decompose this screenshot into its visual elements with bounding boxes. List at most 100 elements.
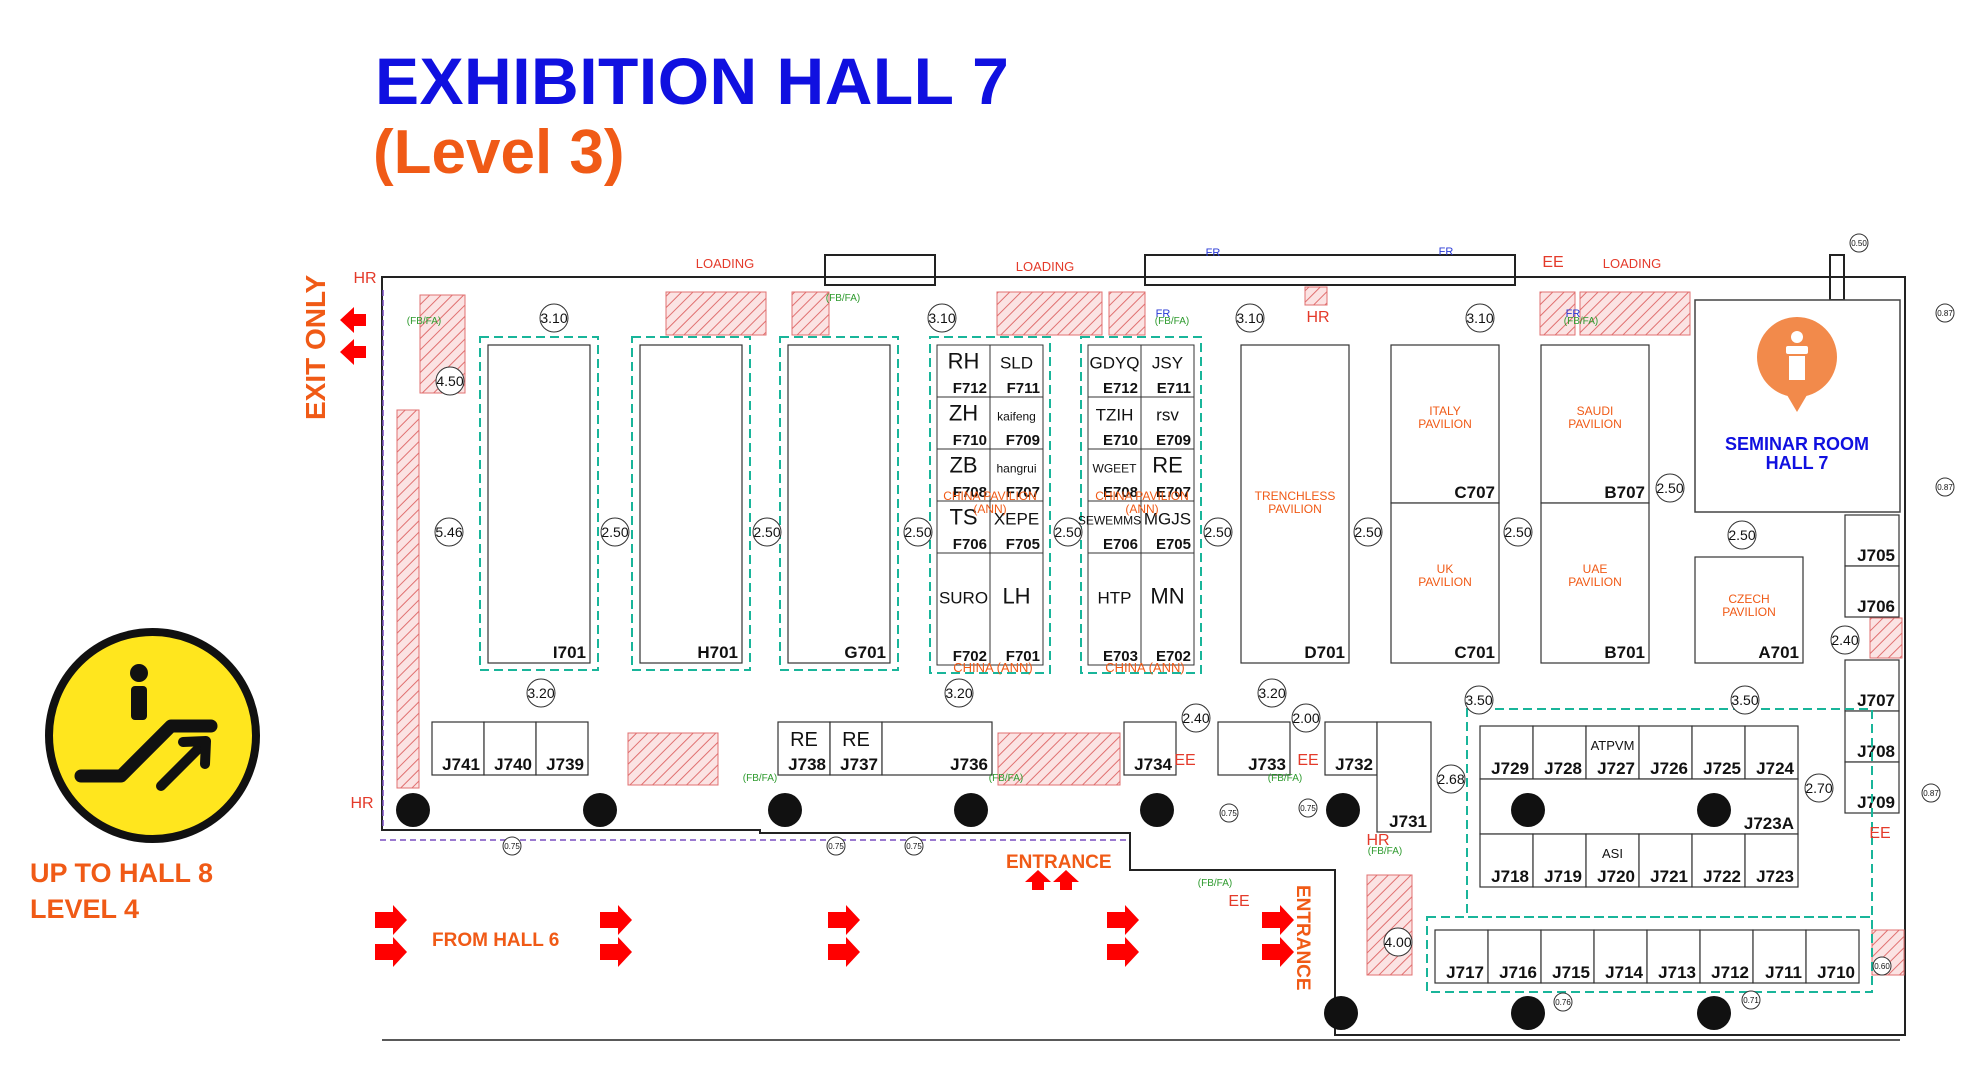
booth-i701[interactable]: I701 [487, 344, 591, 664]
booth-j731[interactable]: J731 [1376, 721, 1432, 833]
red-arrow-icon [1107, 905, 1139, 935]
booth-j721[interactable]: J721 [1638, 833, 1693, 888]
booth-c707[interactable]: C707 [1390, 344, 1500, 504]
booth-outline [1479, 833, 1534, 888]
booth-j724[interactable]: J724 [1744, 725, 1799, 780]
pavilion-saudi-line2: PAVILION [1568, 417, 1622, 431]
booth-outline [936, 396, 991, 450]
booth-j728[interactable]: J728 [1532, 725, 1587, 780]
booth-j719[interactable]: J719 [1532, 833, 1587, 888]
booth-j741[interactable]: J741 [431, 721, 485, 776]
booth-outline [989, 552, 1044, 666]
booth-number: E711 [1157, 380, 1191, 397]
booth-j711[interactable]: J711 [1752, 929, 1807, 984]
booth-number: J706 [1857, 597, 1895, 616]
dimension-marker: 3.10 [1235, 303, 1265, 333]
booth-j726[interactable]: J726 [1638, 725, 1693, 780]
booth-outline [1240, 344, 1350, 664]
booth-number: E710 [1103, 432, 1138, 449]
booth-j739[interactable]: J739 [535, 721, 589, 776]
booth-outline [1532, 833, 1587, 888]
fbfa-label: (FB/FA) [1564, 316, 1598, 327]
booth-outline [936, 448, 991, 502]
booth-j733[interactable]: J733 [1217, 721, 1291, 776]
booth-j722[interactable]: J722 [1691, 833, 1746, 888]
booth-number: E712 [1103, 380, 1138, 397]
pavilion-uk-line1: UK [1437, 562, 1454, 576]
dimension-marker: 0.75 [826, 836, 846, 856]
booth-j740[interactable]: J740 [483, 721, 537, 776]
page-title: EXHIBITION HALL 7 [375, 44, 1010, 118]
booth-outline [1752, 929, 1807, 984]
booth-j718[interactable]: J718 [1479, 833, 1534, 888]
booth-j706[interactable]: J706 [1844, 565, 1900, 618]
booth-j729[interactable]: J729 [1479, 725, 1534, 780]
booth-company-code: WGEET [1093, 461, 1138, 475]
booth-d701[interactable]: D701 [1240, 344, 1350, 664]
booth-j705[interactable]: J705 [1844, 514, 1900, 567]
booth-j732[interactable]: J732 [1324, 721, 1378, 776]
booth-company-code: RE [790, 729, 818, 751]
booth-g701[interactable]: G701 [787, 344, 891, 664]
booth-j710[interactable]: J710 [1805, 929, 1860, 984]
svg-text:2.68: 2.68 [1437, 771, 1464, 787]
booth-j714[interactable]: J714 [1593, 929, 1648, 984]
booth-c701[interactable]: C701 [1390, 502, 1500, 664]
booth-number: B707 [1604, 483, 1645, 502]
booth-outline [1694, 556, 1804, 664]
booth-j723[interactable]: J723 [1744, 833, 1799, 888]
booth-j707[interactable]: J707 [1844, 659, 1900, 712]
teal-zone-china-pavilion-f [929, 336, 1051, 674]
china-pavilion-label-e-line2: (ANN) [1125, 502, 1158, 516]
booth-number: J737 [840, 755, 878, 774]
booth-number: J713 [1658, 963, 1696, 982]
booth-h701[interactable]: H701 [639, 344, 743, 664]
booth-number: J739 [546, 755, 584, 774]
booth-j715[interactable]: J715 [1540, 929, 1595, 984]
red-arrow-icon [375, 905, 407, 935]
booth-j716[interactable]: J716 [1487, 929, 1542, 984]
svg-text:3.10: 3.10 [1236, 310, 1263, 326]
fbfa-label: (FB/FA) [1268, 773, 1302, 784]
hr-label: HR [353, 270, 376, 287]
svg-text:3.20: 3.20 [527, 685, 554, 701]
svg-text:0.75: 0.75 [504, 842, 520, 851]
booth-j736[interactable]: J736 [881, 721, 993, 776]
booth-j734[interactable]: J734 [1123, 721, 1177, 776]
booth-number: J722 [1703, 867, 1741, 886]
booth-outline [1087, 552, 1142, 666]
fbfa-label: (FB/FA) [407, 316, 441, 327]
booth-j713[interactable]: J713 [1646, 929, 1701, 984]
svg-text:2.70: 2.70 [1805, 780, 1832, 796]
ee-label: EE [1174, 752, 1195, 769]
booth-j717[interactable]: J717 [1434, 929, 1489, 984]
booth-b707[interactable]: B707 [1540, 344, 1650, 504]
booth-b701[interactable]: B701 [1540, 502, 1650, 664]
booth-j712[interactable]: J712 [1699, 929, 1754, 984]
booth-a701[interactable]: A701 [1694, 556, 1804, 664]
svg-text:0.71: 0.71 [1743, 996, 1759, 1005]
booth-j725[interactable]: J725 [1691, 725, 1746, 780]
